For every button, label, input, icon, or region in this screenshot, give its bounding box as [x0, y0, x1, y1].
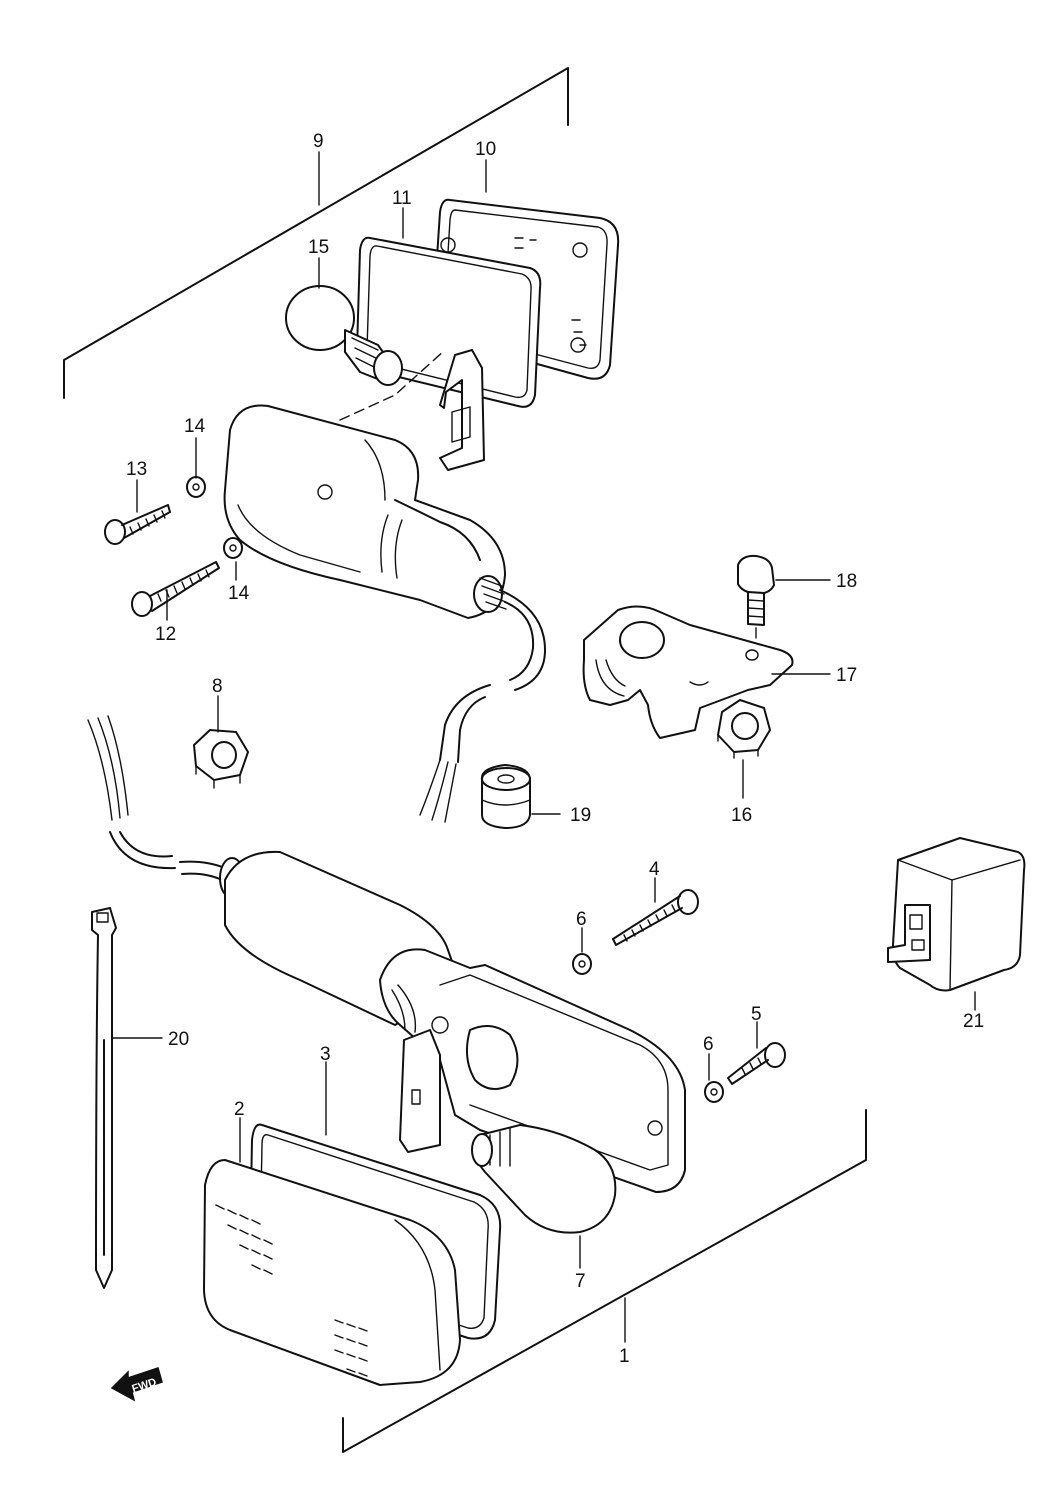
callout-6-upper: 6 — [576, 909, 587, 930]
screw-5 — [727, 1042, 786, 1085]
callout-16: 16 — [731, 805, 752, 826]
callout-2: 2 — [234, 1099, 245, 1120]
screw-12 — [131, 561, 220, 617]
callout-14-upper: 14 — [184, 416, 206, 437]
callout-8: 8 — [212, 676, 223, 697]
callout-3: 3 — [320, 1044, 331, 1065]
screw-13 — [104, 504, 171, 545]
lower-lens — [203, 1159, 461, 1386]
callout-21: 21 — [963, 1011, 984, 1032]
callout-11: 11 — [392, 188, 412, 209]
washer-14-lower — [223, 537, 243, 559]
callout-15: 15 — [308, 237, 329, 258]
grommet-19 — [480, 764, 531, 829]
callout-14-lower: 14 — [228, 583, 250, 604]
relay-21 — [887, 837, 1026, 992]
upper-bulb — [285, 285, 403, 386]
callout-labels: 1 2 3 4 5 6 6 7 8 9 10 11 12 13 14 14 15… — [126, 131, 984, 1367]
callout-4: 4 — [649, 859, 660, 880]
callout-17: 17 — [836, 665, 857, 686]
upper-wire — [419, 589, 546, 823]
callout-13: 13 — [126, 459, 147, 480]
callout-7: 7 — [575, 1271, 586, 1292]
callout-19: 19 — [570, 805, 591, 826]
nut-8 — [193, 729, 249, 789]
callout-1: 1 — [619, 1346, 630, 1367]
callout-6-lower: 6 — [703, 1034, 714, 1055]
upper-mount-tab — [439, 349, 485, 471]
callout-18: 18 — [836, 571, 857, 592]
callout-5: 5 — [751, 1004, 762, 1025]
cable-tie-20 — [91, 907, 117, 1289]
lower-assembly-bracket — [342, 1109, 867, 1453]
callout-12: 12 — [155, 624, 176, 645]
callout-10: 10 — [475, 139, 496, 160]
upper-centerline — [339, 349, 446, 421]
callout-9: 9 — [313, 131, 324, 152]
callout-20: 20 — [168, 1029, 189, 1050]
lower-housing — [219, 850, 686, 1193]
washer-6-lower — [704, 1081, 724, 1103]
bolt-18 — [737, 554, 775, 651]
leader-lines — [111, 151, 976, 1343]
upper-gasket — [355, 236, 542, 408]
nut-16 — [717, 699, 771, 759]
screw-4 — [612, 889, 699, 946]
washer-14-upper — [186, 476, 206, 498]
mounting-bracket-17 — [582, 605, 794, 739]
lower-bulb — [471, 1124, 617, 1234]
washer-6-upper — [572, 953, 592, 975]
forward-direction-arrow: FWD — [110, 1367, 163, 1402]
upper-housing — [223, 404, 507, 619]
upper-assembly-bracket — [63, 67, 569, 399]
